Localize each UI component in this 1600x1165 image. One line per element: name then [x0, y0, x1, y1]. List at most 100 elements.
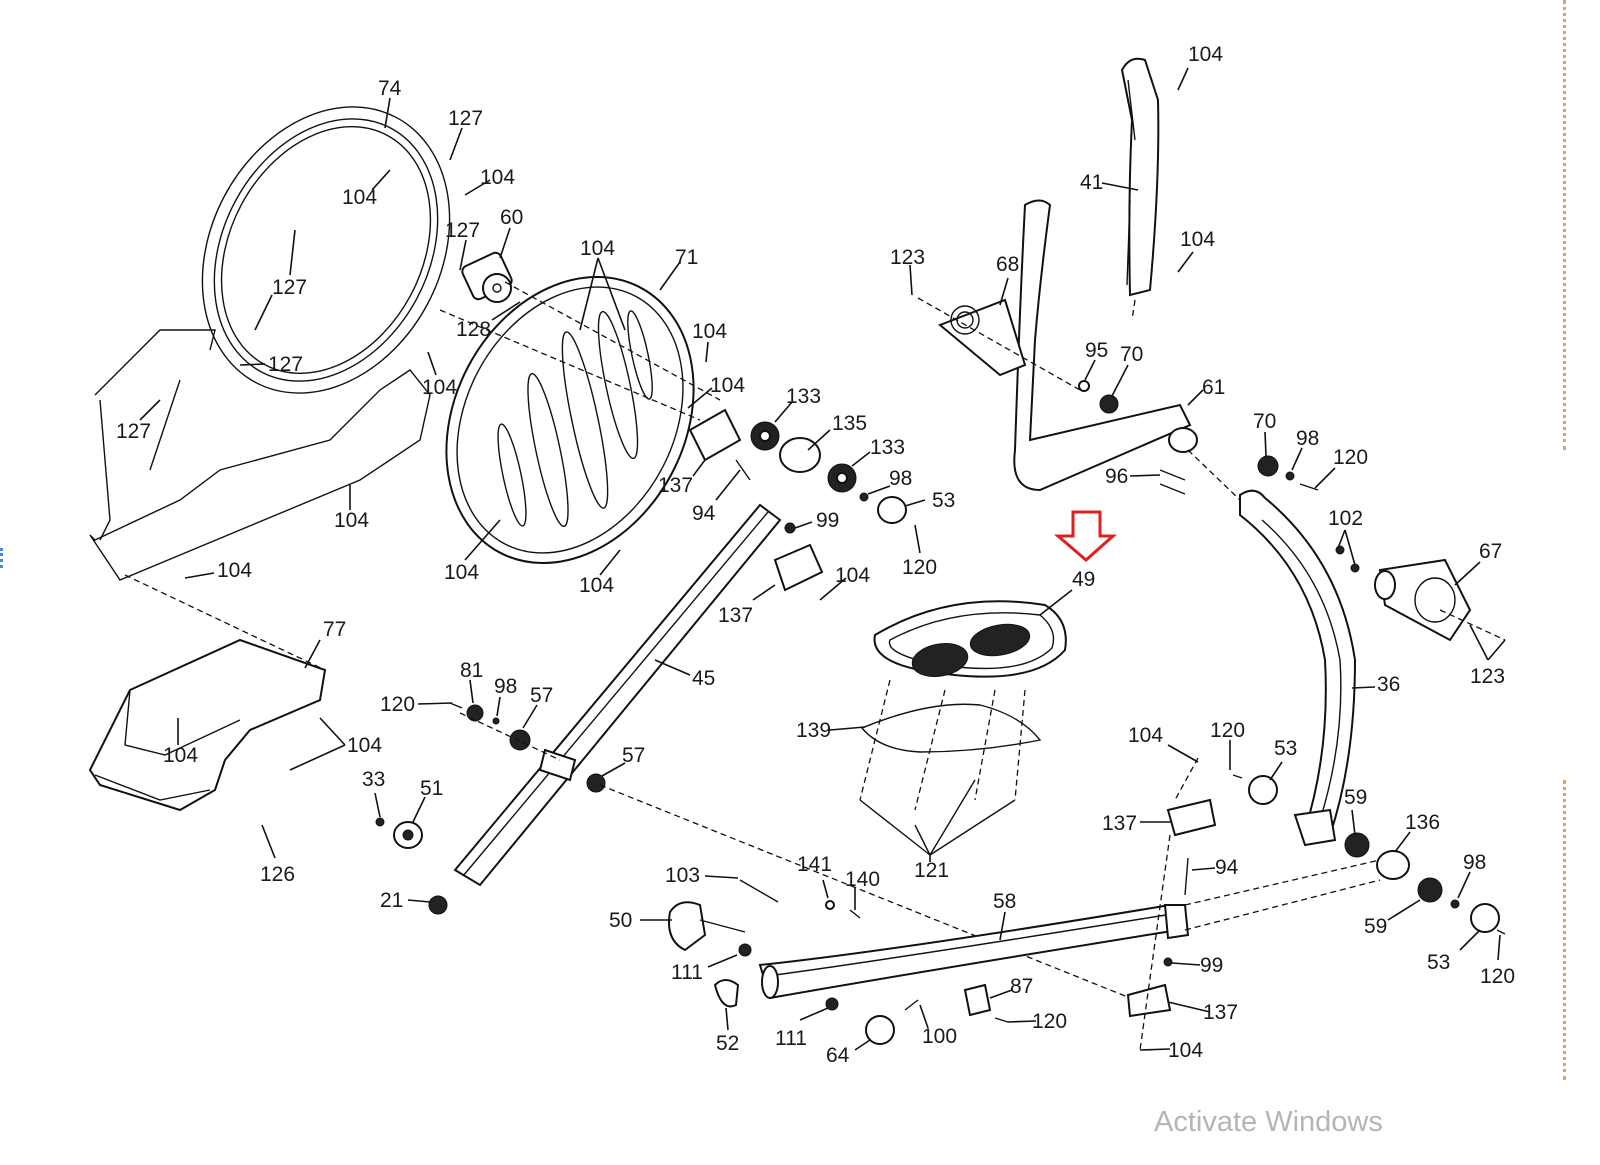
- callout-104[interactable]: 104: [692, 320, 727, 343]
- callout-136[interactable]: 136: [1405, 811, 1440, 834]
- part-71-side-cover: [445, 275, 695, 565]
- callout-49[interactable]: 49: [1072, 568, 1095, 591]
- callout-120[interactable]: 120: [1032, 1010, 1067, 1033]
- callout-98[interactable]: 98: [1296, 427, 1319, 450]
- callout-121[interactable]: 121: [914, 859, 949, 882]
- callout-104[interactable]: 104: [580, 237, 615, 260]
- callout-87[interactable]: 87: [1010, 975, 1033, 998]
- callout-127[interactable]: 127: [116, 420, 151, 443]
- leader-lines: [139, 67, 1506, 1051]
- callout-104[interactable]: 104: [217, 559, 252, 582]
- callout-128[interactable]: 128: [456, 318, 491, 341]
- callout-104[interactable]: 104: [422, 376, 457, 399]
- callout-67[interactable]: 67: [1479, 540, 1502, 563]
- part-58-rail: [758, 859, 1381, 1000]
- callout-104[interactable]: 104: [710, 374, 745, 397]
- callout-127[interactable]: 127: [268, 353, 303, 376]
- callout-96[interactable]: 96: [1105, 465, 1128, 488]
- callout-53[interactable]: 53: [1427, 951, 1450, 974]
- part-45-left-arm: [453, 503, 782, 887]
- callout-45[interactable]: 45: [692, 667, 715, 690]
- callout-123[interactable]: 123: [1470, 665, 1505, 688]
- callout-77[interactable]: 77: [323, 618, 346, 641]
- callout-137[interactable]: 137: [1102, 812, 1137, 835]
- callout-103[interactable]: 103: [665, 864, 700, 887]
- callout-98[interactable]: 98: [1463, 851, 1486, 874]
- bearing-assembly-left: [688, 408, 907, 592]
- callout-104[interactable]: 104: [1188, 43, 1223, 66]
- callout-104[interactable]: 104: [1128, 724, 1163, 747]
- callout-120[interactable]: 120: [1333, 446, 1368, 469]
- callout-104[interactable]: 104: [163, 744, 198, 767]
- callout-104[interactable]: 104: [342, 186, 377, 209]
- callout-104[interactable]: 104: [444, 561, 479, 584]
- callout-104[interactable]: 104: [1168, 1039, 1203, 1062]
- part-36-right-arm: [1239, 489, 1357, 847]
- callout-70[interactable]: 70: [1253, 410, 1276, 433]
- callout-104[interactable]: 104: [347, 734, 382, 757]
- callout-126[interactable]: 126: [260, 863, 295, 886]
- callout-98[interactable]: 98: [889, 467, 912, 490]
- callout-120[interactable]: 120: [1210, 719, 1245, 742]
- callout-71[interactable]: 71: [675, 246, 698, 269]
- callout-60[interactable]: 60: [500, 206, 523, 229]
- callout-111[interactable]: 111: [671, 961, 703, 984]
- callout-137[interactable]: 137: [718, 604, 753, 627]
- callout-53[interactable]: 53: [932, 489, 955, 512]
- callout-100[interactable]: 100: [922, 1025, 957, 1048]
- callout-120[interactable]: 120: [380, 693, 415, 716]
- callout-94[interactable]: 94: [692, 502, 716, 525]
- callout-137[interactable]: 137: [1203, 1001, 1238, 1024]
- callout-133[interactable]: 133: [870, 436, 905, 459]
- callout-57[interactable]: 57: [622, 744, 645, 767]
- callout-51[interactable]: 51: [420, 777, 443, 800]
- callout-104[interactable]: 104: [579, 574, 614, 597]
- callout-104[interactable]: 104: [480, 166, 515, 189]
- callout-57[interactable]: 57: [530, 684, 553, 707]
- callout-53[interactable]: 53: [1274, 737, 1297, 760]
- callout-111[interactable]: 111: [775, 1027, 807, 1050]
- callout-133[interactable]: 133: [786, 385, 821, 408]
- part-96-bolts: [1159, 469, 1186, 495]
- callout-58[interactable]: 58: [993, 890, 1016, 913]
- callout-127[interactable]: 127: [272, 276, 307, 299]
- callout-59[interactable]: 59: [1344, 786, 1367, 809]
- callout-41[interactable]: 41: [1080, 171, 1103, 194]
- callout-52[interactable]: 52: [716, 1032, 739, 1055]
- callout-104[interactable]: 104: [835, 564, 870, 587]
- callout-139[interactable]: 139: [796, 719, 831, 742]
- callout-140[interactable]: 140: [845, 868, 880, 891]
- callout-137[interactable]: 137: [658, 474, 693, 497]
- callout-141[interactable]: 141: [797, 853, 832, 876]
- part-60-idler: [461, 251, 513, 303]
- callout-127[interactable]: 127: [445, 219, 480, 242]
- callout-135[interactable]: 135: [832, 412, 867, 435]
- callout-123[interactable]: 123: [890, 246, 925, 269]
- part-70-bushing-upper: [1099, 394, 1119, 414]
- callout-127[interactable]: 127: [448, 107, 483, 130]
- callout-21[interactable]: 21: [380, 889, 403, 912]
- callout-99[interactable]: 99: [1200, 954, 1223, 977]
- callout-81[interactable]: 81: [460, 659, 483, 682]
- callout-98[interactable]: 98: [494, 675, 517, 698]
- callout-50[interactable]: 50: [609, 909, 632, 932]
- callout-120[interactable]: 120: [902, 556, 937, 579]
- callout-61[interactable]: 61: [1202, 376, 1225, 399]
- part-49-pedal: [873, 600, 1067, 678]
- part-95-washer: [1078, 380, 1090, 392]
- callout-70[interactable]: 70: [1120, 343, 1143, 366]
- callout-104[interactable]: 104: [1180, 228, 1215, 251]
- callout-99[interactable]: 99: [816, 509, 839, 532]
- callout-36[interactable]: 36: [1377, 673, 1400, 696]
- callout-74[interactable]: 74: [378, 77, 402, 100]
- part-labels: 74 127 104 104 127 60 127 127 128 104 12…: [116, 43, 1515, 1067]
- callout-68[interactable]: 68: [996, 253, 1019, 276]
- callout-120[interactable]: 120: [1480, 965, 1515, 988]
- callout-94[interactable]: 94: [1215, 856, 1239, 879]
- callout-59[interactable]: 59: [1364, 915, 1387, 938]
- callout-33[interactable]: 33: [362, 768, 385, 791]
- callout-95[interactable]: 95: [1085, 339, 1108, 362]
- callout-64[interactable]: 64: [826, 1044, 850, 1067]
- callout-102[interactable]: 102: [1328, 507, 1363, 530]
- callout-104[interactable]: 104: [334, 509, 369, 532]
